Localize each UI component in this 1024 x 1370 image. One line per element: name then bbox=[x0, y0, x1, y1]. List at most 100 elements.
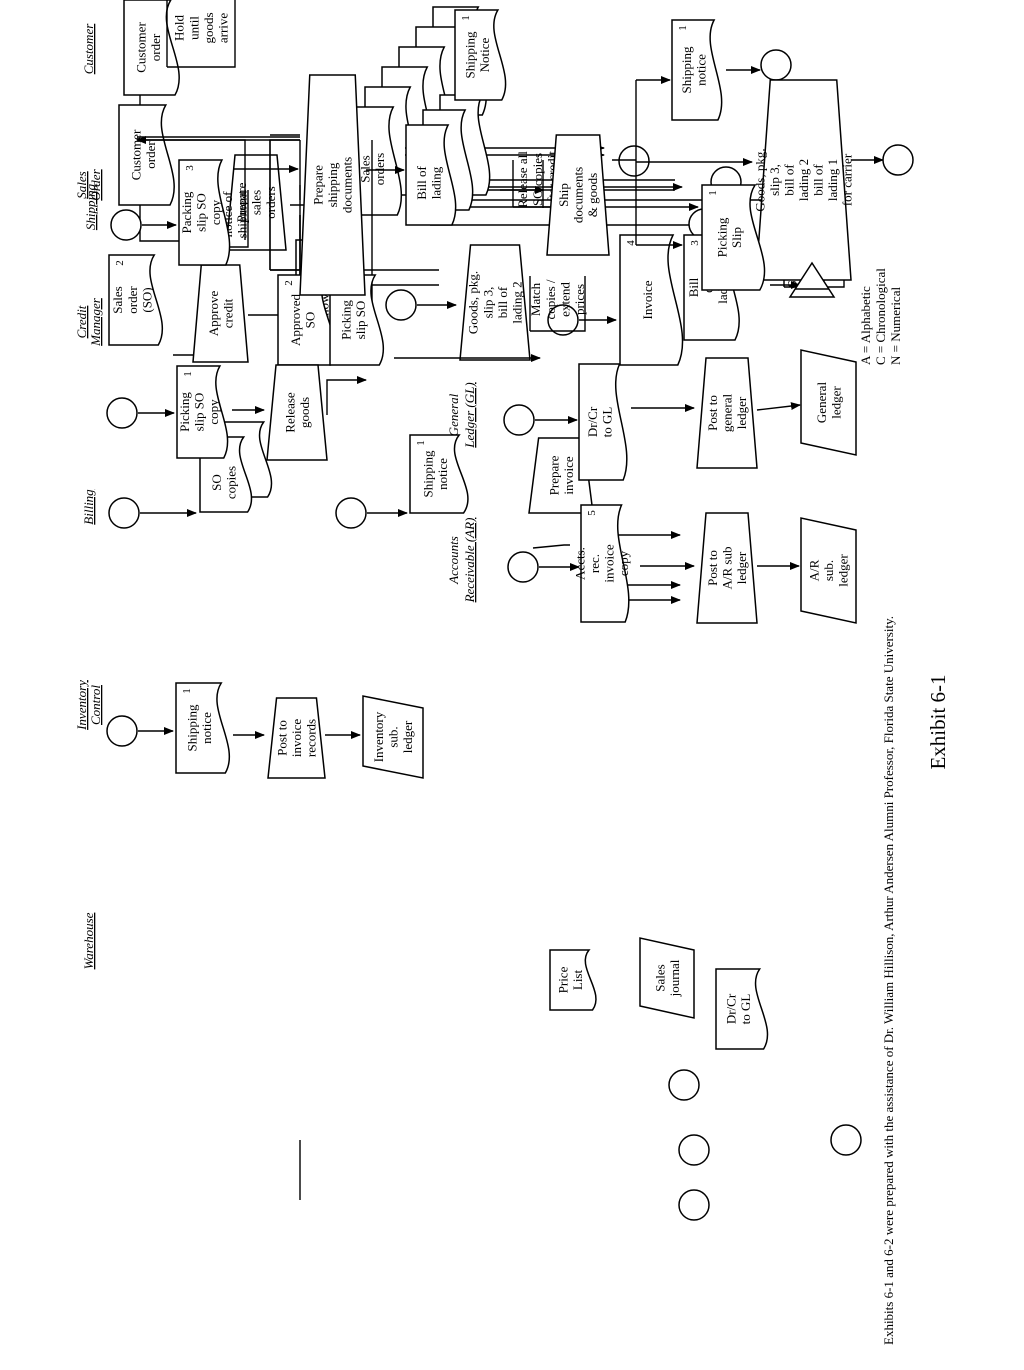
connector-h-billing bbox=[830, 1124, 862, 1156]
operation-label: Goods, pkg.slip 3,bill oflading 2bill of… bbox=[752, 148, 854, 211]
connector-circle bbox=[668, 1069, 700, 1101]
annotation-label: Holduntilgoodsarrive bbox=[172, 12, 231, 43]
operation-label: Post toA/R subledger bbox=[705, 547, 749, 590]
document-copy bbox=[347, 106, 403, 216]
copy-number: 4 bbox=[625, 240, 637, 246]
document-shape bbox=[619, 234, 684, 366]
document-shape bbox=[578, 363, 628, 481]
manual-operation-shape bbox=[696, 512, 758, 624]
prepare-invoice: Prepareinvoice bbox=[528, 437, 594, 514]
credit-note: Exhibits 6-1 and 6-2 were prepared with … bbox=[881, 616, 896, 1345]
connector-c-sales bbox=[618, 145, 650, 177]
copy-number: 2 bbox=[114, 260, 126, 266]
bill-of-lading-stack: Bill oflading bbox=[405, 94, 491, 226]
lane-header-customer: Customer bbox=[81, 23, 96, 75]
document-label: Salesorder(SO) bbox=[110, 286, 154, 314]
copy-number: 1 bbox=[460, 15, 472, 21]
document-label: SOcopies bbox=[209, 466, 239, 499]
connector-i-ar bbox=[507, 551, 539, 583]
lane-title: Receivable (AR) bbox=[462, 518, 477, 604]
operation-label: Post togeneralledger bbox=[705, 393, 749, 432]
manual-operation-shape bbox=[299, 74, 366, 296]
connector-e-shipping bbox=[760, 49, 792, 81]
connector-f-billing bbox=[678, 1189, 710, 1221]
annotation-bracket bbox=[166, 0, 236, 68]
manual-operation-shape bbox=[696, 357, 758, 469]
manual-operation-shape bbox=[225, 154, 287, 251]
copy-number: 1 bbox=[181, 688, 193, 694]
document-shape bbox=[175, 682, 231, 774]
lane-header-warehouse: Warehouse bbox=[81, 912, 96, 969]
connector-circle bbox=[335, 497, 367, 529]
operation-label: Shipdocuments& goods bbox=[556, 167, 600, 223]
prepare-shipping-documents: Prepareshippingdocuments bbox=[299, 74, 366, 296]
release-goods: Releasegoods bbox=[266, 364, 328, 461]
lane-title: Billing bbox=[81, 489, 96, 525]
copy-number: 1 bbox=[182, 371, 194, 377]
document-label: Bill oflading bbox=[414, 166, 444, 200]
flow-arrow bbox=[326, 376, 367, 415]
ledger-shape bbox=[800, 349, 857, 456]
copy-number: 1 bbox=[707, 190, 719, 196]
document-label: PriceList bbox=[555, 966, 585, 993]
operation-label: Releasegoods bbox=[282, 392, 312, 433]
post-general-ledger: Post togeneralledger bbox=[696, 357, 758, 469]
document-shape bbox=[118, 104, 175, 206]
document-label: Salesorders bbox=[358, 153, 388, 186]
document-shape bbox=[409, 434, 469, 514]
lane-header-shipping: Shipping bbox=[83, 183, 98, 230]
document-shape bbox=[176, 365, 229, 459]
copy-number: 2 bbox=[283, 280, 295, 286]
post-invoice-records: Post toinvoicerecords bbox=[267, 697, 326, 779]
copy-number: 3 bbox=[184, 165, 196, 171]
connector-circle bbox=[503, 404, 535, 436]
connector-h-gl bbox=[503, 404, 535, 436]
document-shape bbox=[329, 274, 385, 366]
operation-label: Prepareinvoice bbox=[546, 455, 576, 495]
connector-circle bbox=[110, 209, 142, 241]
connector-f-inventory bbox=[106, 715, 138, 747]
document-shape bbox=[671, 19, 723, 121]
connector-a-warehouse bbox=[106, 397, 138, 429]
lane-title: Ledger (GL) bbox=[462, 382, 477, 448]
carrier-package: Goods, pkg.slip 3,bill oflading 2bill of… bbox=[752, 79, 855, 281]
exhibit-title: Exhibit 6-1 bbox=[926, 674, 950, 769]
connector-circle bbox=[618, 145, 650, 177]
document-label: Pickingslip SOcopy bbox=[177, 392, 221, 432]
lane-title: Control bbox=[88, 685, 103, 725]
numerical-file bbox=[788, 261, 836, 298]
connector-c-billing bbox=[108, 497, 140, 529]
copy-number: 3 bbox=[689, 240, 701, 246]
document-shape bbox=[701, 184, 766, 291]
warehouse-picking-slip-doc: Pickingslip SO1 bbox=[329, 274, 385, 366]
lane-title: Order bbox=[88, 168, 103, 200]
legend-item: N = Numerical bbox=[888, 287, 903, 365]
operation-label: Goods, pkg.slip 3,bill oflading 2 bbox=[466, 271, 525, 334]
ledger-label: Salesjournal bbox=[652, 959, 682, 997]
legend-item: C = Chronological bbox=[873, 268, 888, 365]
document-label: ApprovedSO bbox=[288, 294, 318, 346]
connector-e-billing bbox=[335, 497, 367, 529]
ar-sub-ledger: A/Rsub.ledger bbox=[800, 517, 857, 624]
connector-g-billing bbox=[668, 1069, 700, 1101]
post-ar-ledger: Post toA/R subledger bbox=[696, 512, 758, 624]
so-copies-stack: SOcopies bbox=[199, 421, 273, 513]
document-label: Dr/Crto GL bbox=[585, 406, 615, 437]
document-shape bbox=[178, 159, 231, 266]
shipping-hold-note: Holduntilgoodsarrive bbox=[166, 0, 236, 68]
connector-circle bbox=[830, 1124, 862, 1156]
connector-i-billing bbox=[678, 1134, 710, 1166]
gl-drcr-doc: Dr/Crto GL bbox=[578, 363, 628, 481]
document-shape bbox=[108, 254, 164, 346]
